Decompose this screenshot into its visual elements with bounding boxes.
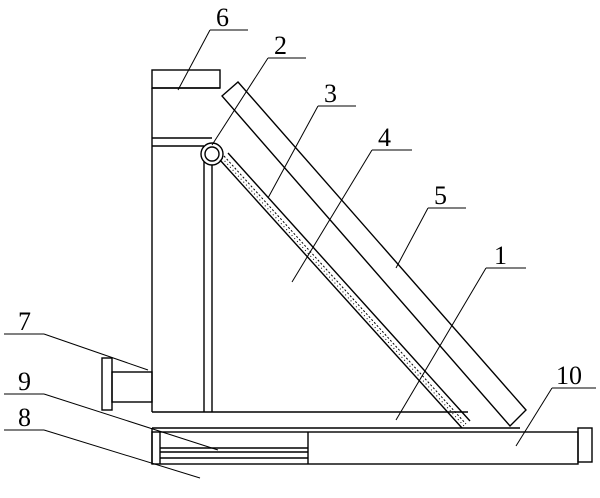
cylinder-end-cap-part-10: [577, 427, 593, 463]
pivot-roller-part-2: [200, 142, 224, 166]
callout-8: 8: [18, 403, 31, 432]
base-plate-part-1: [152, 411, 520, 429]
callout-7: 7: [18, 307, 31, 336]
inclined-panel-part-5: [221, 81, 527, 428]
vertical-column: [151, 87, 220, 412]
callout-5: 5: [434, 181, 447, 210]
lower-frame: [151, 428, 579, 465]
callout-1: 1: [494, 241, 507, 270]
callout-3: 3: [324, 79, 337, 108]
callout-4: 4: [378, 123, 391, 152]
leader-lines: [4, 29, 596, 479]
callout-2: 2: [274, 31, 287, 60]
top-cap-part-6: [151, 69, 221, 89]
callout-9: 9: [18, 367, 31, 396]
callout-10: 10: [556, 361, 582, 390]
side-handle-part-7: [101, 357, 153, 411]
callout-6: 6: [216, 3, 229, 32]
